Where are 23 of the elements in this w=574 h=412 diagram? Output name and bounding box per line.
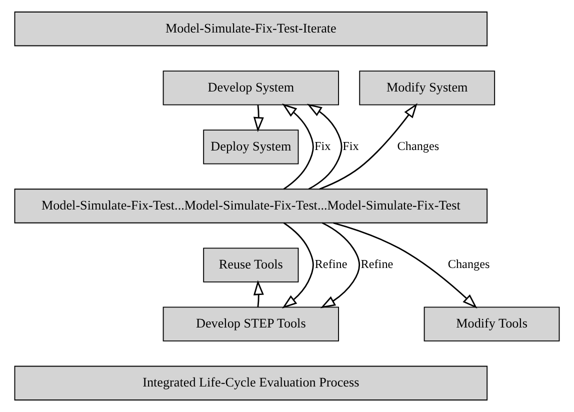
edge-label: Changes [397, 139, 440, 154]
node-box: Model-Simulate-Fix-Test...Model-Simulate-Fix-Test...Model-Simulate-Fix-Test [14, 188, 488, 224]
node-box: Deploy System [203, 130, 299, 164]
arrow [282, 222, 314, 308]
arrow [306, 104, 342, 190]
node-box: Integrated Life-Cycle Evaluation Process [14, 366, 488, 400]
edge-label: Refine [314, 257, 348, 272]
node-box: Reuse Tools [203, 248, 299, 282]
node-box: Modify Tools [424, 306, 560, 342]
arrow [333, 222, 478, 308]
node-box: Model-Simulate-Fix-Test-Iterate [14, 12, 488, 46]
arrow [319, 103, 418, 190]
arrow [253, 105, 264, 132]
arrow [253, 280, 264, 308]
arrow [282, 104, 314, 190]
edge-label: Changes [448, 257, 490, 272]
edge-label: Fix [342, 139, 359, 154]
edge-label: Refine [360, 257, 394, 272]
node-box: Develop System [162, 70, 340, 106]
node-box: Develop STEP Tools [162, 306, 340, 342]
edge-label: Fix [314, 139, 331, 154]
arrow [320, 222, 360, 308]
node-box: Modify System [359, 70, 496, 106]
